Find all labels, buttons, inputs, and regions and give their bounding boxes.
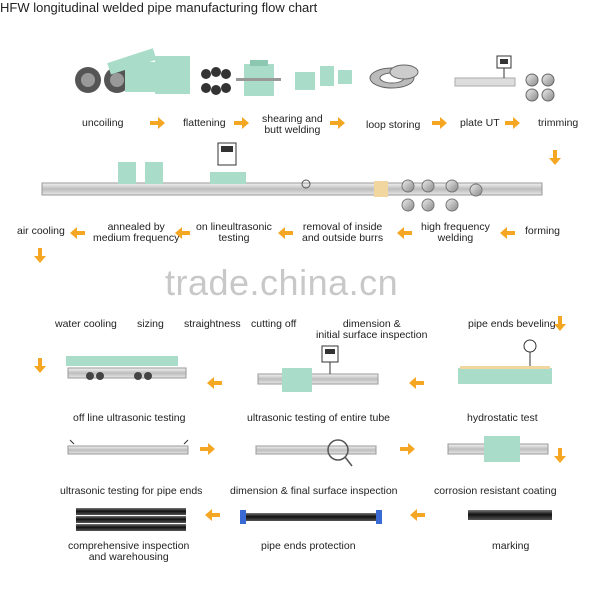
plate-ut-station [454, 55, 516, 87]
chart-title: HFW longitudinal welded pipe manufacturi… [0, 0, 318, 15]
step-straightness: straightness [184, 318, 241, 330]
offline-ultrasonic-testing-machine [66, 356, 187, 380]
marking-pipe [468, 510, 552, 520]
entire-tube-ultrasonic-machine [257, 345, 379, 392]
step-loop-storing: loop storing [366, 119, 421, 131]
row6-arrows [205, 509, 425, 521]
warehousing-pipes [76, 508, 186, 531]
step-ultrasonic-pipe-ends: ultrasonic testing for pipe ends [60, 485, 203, 497]
step-marking: marking [492, 540, 530, 552]
step-sizing: sizing [137, 318, 164, 330]
uncoiler-machine [75, 48, 190, 94]
step-flattening: flattening [183, 117, 226, 129]
step-ultrasonic-entire-tube: ultrasonic testing of entire tube [247, 412, 391, 424]
pipe-ends-ultrasonic-pipe [67, 439, 189, 455]
step-uncoiling: uncoiling [82, 117, 124, 129]
pipe-ends-protection-pipe [240, 510, 382, 524]
loop-storing-coils [295, 64, 419, 90]
step-dimension-initial-inspection: dimension &initial surface inspection [316, 318, 428, 341]
row2-arrows [34, 227, 566, 331]
step-corrosion-resistant-coating: corrosion resistant coating [434, 485, 557, 497]
step-pipe-ends-beveling: pipe ends beveling [468, 318, 556, 330]
step-cutting-off: cutting off [251, 318, 297, 330]
step-forming: forming [525, 225, 561, 237]
trimming-rollers [525, 73, 555, 102]
flattening-rollers [201, 67, 231, 95]
final-inspection-pipe [255, 439, 377, 467]
row5-arrows [200, 443, 566, 463]
step-offline-ultrasonic-testing: off line ultrasonic testing [73, 412, 186, 424]
step-air-cooling: air cooling [17, 225, 65, 237]
step-dimension-final-inspection: dimension & final surface inspection [230, 485, 398, 497]
row4-arrows [34, 358, 424, 389]
step-hydrostatic-test: hydrostatic test [467, 412, 538, 424]
watermark: trade.china.cn [165, 262, 399, 303]
coating-pipe [447, 436, 549, 462]
step-water-cooling: water cooling [55, 318, 117, 330]
row1-arrows [150, 117, 561, 165]
forming-welding-line [41, 142, 543, 212]
step-plate-ut: plate UT [460, 117, 500, 129]
step-pipe-ends-protection: pipe ends protection [261, 540, 356, 552]
step-trimming: trimming [538, 117, 579, 129]
hydrostatic-test-tank [458, 339, 552, 384]
shearing-welding-machine [236, 60, 281, 96]
